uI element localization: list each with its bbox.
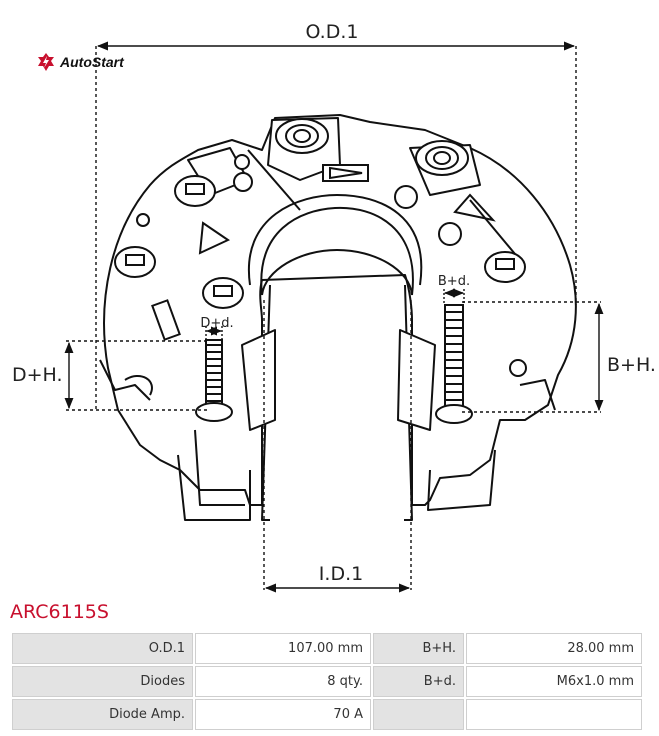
rectifier-drawing: O.D.1 I.D.1 B+H. D+H. B+d. D+d. [12, 21, 656, 593]
spec-value: 28.00 mm [466, 633, 642, 664]
spec-label: Diode Amp. [12, 699, 193, 730]
spec-label [373, 699, 464, 730]
brand-logo: AutoStart [36, 52, 124, 72]
spec-label: B+H. [373, 633, 464, 664]
bh-label: B+H. [607, 354, 656, 376]
bolts [195, 304, 473, 424]
table-row: Diode Amp. 70 A [12, 699, 642, 730]
id-label: I.D.1 [319, 563, 363, 585]
bd-label: B+d. [438, 274, 470, 289]
autostart-logo-icon [38, 53, 54, 71]
diode-mounts [114, 154, 527, 377]
dd-label: D+d. [200, 316, 233, 331]
spec-value: 8 qty. [195, 666, 371, 697]
terminals [151, 118, 496, 341]
spec-value: M6x1.0 mm [466, 666, 642, 697]
dh-label: D+H. [12, 364, 63, 386]
spec-value: 70 A [195, 699, 371, 730]
table-row: Diodes 8 qty. B+d. M6x1.0 mm [12, 666, 642, 697]
dimension-lines [64, 41, 604, 593]
od-label: O.D.1 [306, 21, 359, 43]
spec-label: B+d. [373, 666, 464, 697]
brand-name: AutoStart [60, 54, 124, 70]
table-row: O.D.1 107.00 mm B+H. 28.00 mm [12, 633, 642, 664]
spec-label: O.D.1 [12, 633, 193, 664]
spec-value [466, 699, 642, 730]
specs-table: O.D.1 107.00 mm B+H. 28.00 mm Diodes 8 q… [10, 631, 644, 732]
spec-value: 107.00 mm [195, 633, 371, 664]
part-number: ARC6115S [10, 601, 109, 623]
spec-label: Diodes [12, 666, 193, 697]
